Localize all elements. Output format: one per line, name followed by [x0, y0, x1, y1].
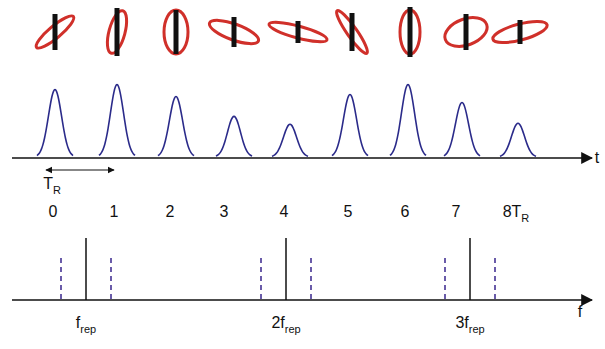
polarizer-bar [53, 14, 58, 50]
sideband-line [60, 258, 62, 300]
frequency-comb [61, 238, 495, 300]
pulse-index: 1 [110, 204, 119, 220]
pulse-index: 4 [280, 204, 289, 220]
pulse-index: 6 [401, 204, 410, 220]
polarization-ellipse [333, 8, 371, 56]
comb-line [85, 238, 87, 300]
pulse-index: 2 [166, 204, 175, 220]
pulse [500, 123, 536, 156]
frequency-label: 2frep [271, 315, 300, 331]
period-arrow [46, 169, 114, 170]
pulse-train [37, 85, 536, 157]
axis-label: t [595, 150, 599, 166]
frequency-label: frep [76, 315, 96, 331]
polarizer-bar [350, 13, 355, 51]
comb-line [285, 238, 287, 300]
frequency-label: 3frep [455, 315, 484, 331]
pulse [158, 97, 194, 156]
polarizer-bar [296, 21, 301, 43]
polarization-ellipse [104, 9, 131, 56]
time-axis [12, 157, 592, 159]
pulse-index: 7 [452, 204, 461, 220]
pulse-index: 3 [220, 204, 229, 220]
sideband-line [310, 258, 312, 300]
polarizer-bar [174, 10, 179, 54]
pulse [37, 90, 73, 156]
polarization-ellipse [491, 17, 549, 47]
pulse [272, 124, 308, 156]
pulse [99, 85, 135, 156]
polarization-ellipse [164, 10, 188, 54]
sideband-line [444, 258, 446, 300]
pulse-index: 0 [49, 204, 58, 220]
sideband-line [260, 258, 262, 300]
polarizer-bar [518, 20, 523, 44]
pulse [332, 95, 368, 156]
pulse [390, 85, 426, 156]
polarization-states [33, 7, 549, 57]
polarization-ellipse [267, 18, 328, 45]
axis-label: f [578, 304, 582, 320]
period-label: TR [43, 176, 61, 192]
polarization-ellipse [207, 16, 261, 49]
polarizer-bar [464, 14, 469, 50]
comb-line [469, 238, 471, 300]
pulse-index: 5 [344, 204, 353, 220]
polarizer-bar [408, 7, 413, 57]
pulse [444, 102, 480, 155]
pulse [216, 116, 252, 156]
frequency-axis [12, 299, 592, 301]
polarization-ellipse [441, 12, 491, 51]
sideband-line [494, 258, 496, 300]
polarizer-bar [115, 8, 120, 56]
polarizer-bar [232, 17, 237, 47]
sideband-line [110, 258, 112, 300]
pulse-index: 8TR [503, 204, 530, 220]
polarization-ellipse [33, 12, 77, 52]
